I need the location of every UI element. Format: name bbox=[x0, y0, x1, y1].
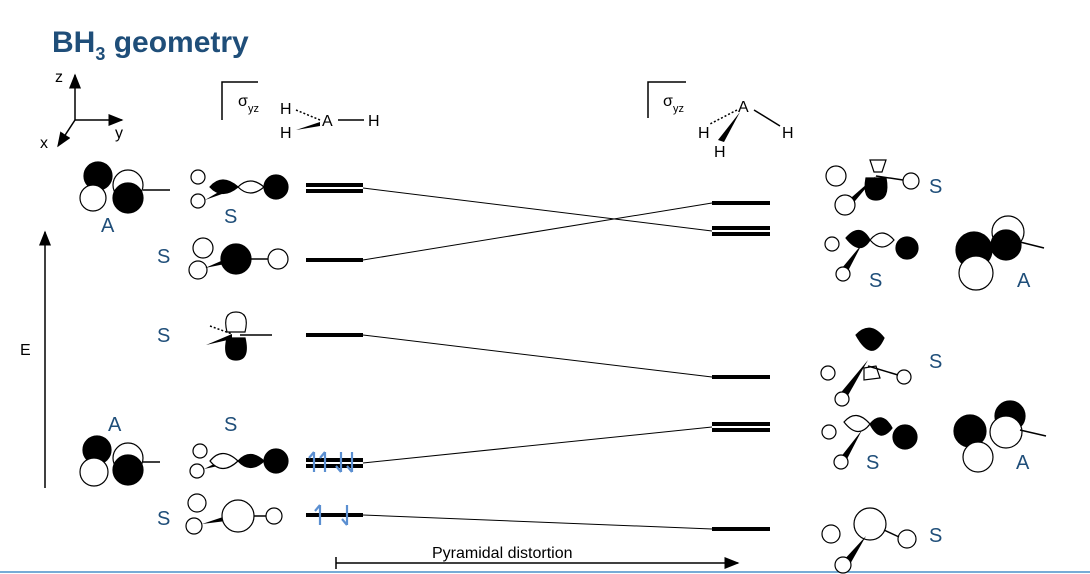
coordinate-axes: z y x bbox=[40, 69, 124, 152]
orbital-left-top-S bbox=[190, 169, 289, 209]
label-r3: S bbox=[929, 351, 942, 373]
energy-label: E bbox=[20, 342, 31, 359]
label-bottom-S: S bbox=[157, 508, 170, 530]
svg-text:σ: σ bbox=[663, 93, 673, 110]
label-r2-S: S bbox=[869, 270, 882, 292]
orbital-left-top-A bbox=[79, 161, 170, 214]
mirror-plane-left: σ yz bbox=[221, 81, 259, 120]
label-r4-S: S bbox=[866, 452, 879, 474]
planar-molecule: H H A H bbox=[280, 101, 380, 142]
label-pair-A: A bbox=[108, 414, 122, 436]
right-symmetry-labels: S S A S S A S bbox=[866, 176, 1031, 547]
y-axis-label: y bbox=[115, 125, 123, 142]
svg-text:yz: yz bbox=[673, 103, 684, 115]
orbital-right-2-S bbox=[824, 229, 919, 282]
x-axis-label: x bbox=[40, 135, 48, 152]
svg-text:yz: yz bbox=[248, 103, 259, 115]
spin-up-arrow bbox=[319, 451, 327, 472]
svg-text:A: A bbox=[738, 99, 749, 116]
spin-up-arrow bbox=[314, 504, 322, 525]
svg-text:σ: σ bbox=[238, 93, 248, 110]
energy-axis: E bbox=[20, 230, 51, 488]
spin-up-arrow bbox=[308, 451, 316, 472]
svg-text:H: H bbox=[714, 144, 726, 161]
mirror-plane-right: σ yz bbox=[647, 81, 686, 118]
label-top-S: S bbox=[224, 206, 237, 228]
orbital-left-2 bbox=[188, 237, 289, 280]
orbital-right-3 bbox=[820, 327, 912, 407]
orbital-right-4-S bbox=[821, 414, 918, 470]
page-title: BH3 geometry bbox=[52, 26, 249, 64]
orbital-left-pair-A bbox=[79, 435, 160, 487]
planar-levels bbox=[306, 183, 363, 517]
spin-down-arrow bbox=[346, 452, 354, 473]
label-top-A: A bbox=[101, 215, 115, 237]
orbital-left-pair-S bbox=[189, 443, 289, 479]
orbital-right-5 bbox=[821, 507, 917, 574]
label-s3: S bbox=[157, 325, 170, 347]
orbital-right-2-A bbox=[955, 215, 1045, 291]
distortion-label: Pyramidal distortion bbox=[432, 545, 573, 562]
svg-text:H: H bbox=[280, 101, 292, 118]
orbital-right-1 bbox=[825, 159, 920, 216]
label-r1: S bbox=[929, 176, 942, 198]
pyramidal-molecule: A H H H bbox=[698, 99, 794, 161]
orbital-left-bottom bbox=[185, 493, 283, 535]
label-s2: S bbox=[157, 246, 170, 268]
electron-arrows bbox=[308, 451, 354, 526]
correlation-lines bbox=[362, 187, 713, 530]
svg-text:H: H bbox=[368, 113, 380, 130]
z-axis-label: z bbox=[55, 69, 63, 86]
distortion-arrow: Pyramidal distortion bbox=[335, 545, 740, 569]
orbital-left-3 bbox=[206, 311, 272, 361]
label-r5: S bbox=[929, 525, 942, 547]
svg-text:A: A bbox=[322, 113, 333, 130]
label-r4-A: A bbox=[1016, 452, 1030, 474]
svg-text:H: H bbox=[698, 125, 710, 142]
svg-text:H: H bbox=[280, 125, 292, 142]
orbital-right-4-A bbox=[953, 400, 1047, 473]
spin-down-arrow bbox=[335, 452, 343, 473]
pyramidal-levels bbox=[712, 201, 770, 531]
left-symmetry-labels: A S S S A S S bbox=[101, 206, 237, 530]
label-pair-S: S bbox=[224, 414, 237, 436]
svg-text:H: H bbox=[782, 125, 794, 142]
spin-down-arrow bbox=[341, 505, 349, 526]
label-r2-A: A bbox=[1017, 270, 1031, 292]
